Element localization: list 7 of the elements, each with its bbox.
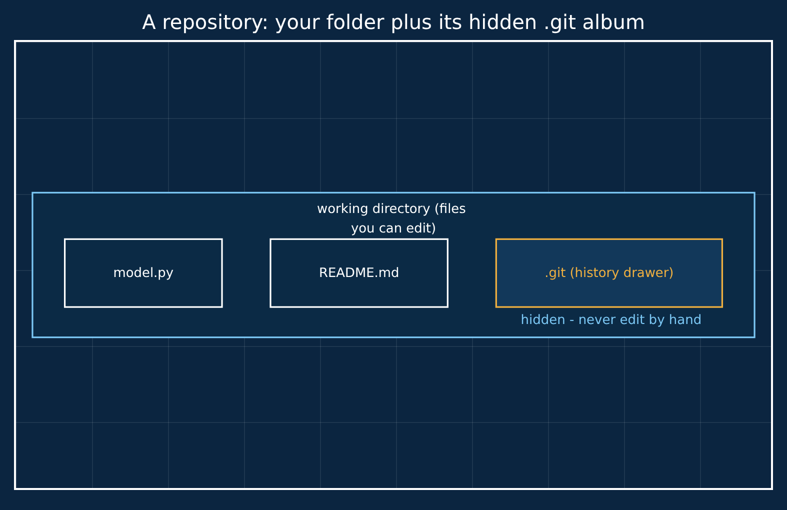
note-text: hidden - never edit by hand: [520, 313, 702, 328]
diagram-panel: working directory (files you can edit) model.py README.md .git (history drawer) hidden - never edit by hand: [14, 40, 773, 490]
node-box: [64, 238, 223, 308]
diagram-title: A repository: your folder plus its hidden .git album: [142, 10, 645, 34]
node-box: [495, 238, 724, 308]
cluster: [32, 192, 756, 338]
node-box: [270, 238, 448, 308]
